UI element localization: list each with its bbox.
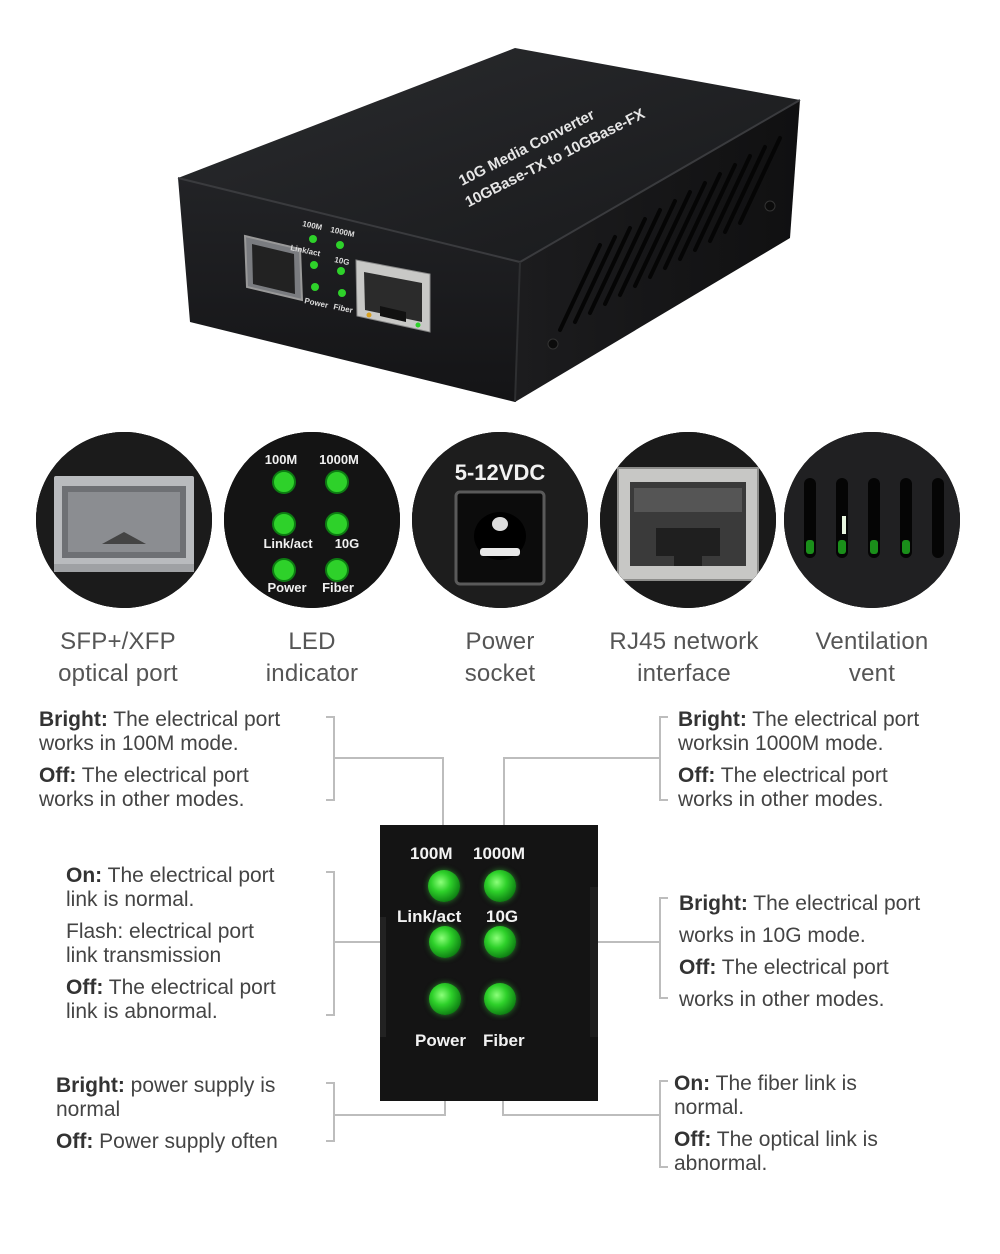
sfp-port-closeup <box>36 432 212 608</box>
rj45-port-closeup <box>600 432 776 608</box>
device-led-label: Fiber <box>333 302 354 315</box>
led-label-10g: 10G <box>486 907 519 926</box>
caption-line: LED <box>288 628 336 655</box>
circle-led-label: 100M <box>265 452 298 467</box>
led-label-1000m: 1000M <box>473 844 525 863</box>
device-led-label: 10G <box>334 255 351 267</box>
state-key: On: <box>66 864 103 887</box>
led-label-100m: 100M <box>410 844 453 863</box>
desc-1000m: Bright: The electrical port worksin 1000… <box>678 708 978 812</box>
desc-text: The electrical port <box>716 956 889 979</box>
state-key: Bright: <box>679 892 748 915</box>
led-label-linkact: Link/act <box>397 907 462 926</box>
led-1000m <box>484 870 516 902</box>
state-key: Off: <box>674 1128 712 1151</box>
caption-line: interface <box>637 660 731 687</box>
desc-text: normal. <box>674 1096 745 1119</box>
desc-text: works in other modes. <box>39 788 245 811</box>
caption-line: Power <box>465 628 535 655</box>
desc-text: worksin 1000M mode. <box>678 732 884 755</box>
caption-led: LED indicator <box>212 626 412 690</box>
desc-text: link is abnormal. <box>66 1000 218 1023</box>
led-panel-closeup: 100M 1000M Link/act 10G Power Fiber <box>380 825 598 1101</box>
state-key: Bright: <box>39 708 108 731</box>
state-key: Bright: <box>678 708 747 731</box>
desc-text: power supply is <box>124 1074 276 1097</box>
caption-line: indicator <box>265 660 359 687</box>
desc-text: The electrical port <box>715 764 888 787</box>
desc-100m: Bright: The electrical port works in 100… <box>39 708 339 812</box>
state-key: Off: <box>679 956 717 979</box>
state-key: Off: <box>678 764 716 787</box>
desc-text: works in 100M mode. <box>39 732 239 755</box>
led-indicator-closeup: 100M 1000M Link/act 10G Power Fiber <box>224 432 400 608</box>
circle-led-label: Link/act <box>263 536 313 551</box>
circle-led-label: Fiber <box>322 580 354 595</box>
desc-text: Power supply often <box>93 1130 278 1153</box>
led-fiber <box>484 983 516 1015</box>
desc-text: normal <box>56 1098 121 1121</box>
panel-edge <box>380 917 386 1037</box>
led-label-fiber: Fiber <box>483 1031 525 1050</box>
desc-text: works in 10G mode. <box>679 924 866 947</box>
led-label-power: Power <box>415 1031 467 1050</box>
state-key: On: <box>674 1072 711 1095</box>
state-key: Bright: <box>56 1074 125 1097</box>
led-10g <box>484 926 516 958</box>
desc-10g: Bright: The electrical port works in 10G… <box>679 888 979 1016</box>
desc-text: The electrical port <box>102 864 275 887</box>
circle-led-label: 10G <box>335 536 360 551</box>
caption-sfp: SFP+/XFP optical port <box>18 626 218 690</box>
desc-text: The electrical port <box>747 892 921 915</box>
ventilation-vent-closeup <box>784 432 960 608</box>
desc-text: Flash: electrical port <box>66 920 254 943</box>
state-key: Off: <box>66 976 104 999</box>
state-key: Off: <box>39 764 77 787</box>
desc-linkact: On: The electrical port link is normal. … <box>66 864 336 1024</box>
desc-text: The electrical port <box>76 764 249 787</box>
power-socket-closeup: 5-12VDC <box>412 432 588 608</box>
caption-power: Power socket <box>400 626 600 690</box>
caption-rj45: RJ45 network interface <box>584 626 784 690</box>
power-voltage-label: 5-12VDC <box>455 460 546 485</box>
device-led-label: 100M <box>302 219 324 232</box>
media-converter-device: 10G Media Converter 10GBase-TX to 10GBas… <box>177 48 801 403</box>
circle-led-label: Power <box>267 580 306 595</box>
desc-text: works in other modes. <box>679 988 885 1011</box>
desc-text: The optical link is <box>711 1128 878 1151</box>
caption-line: SFP+/XFP <box>60 628 176 655</box>
desc-text: works in other modes. <box>678 788 884 811</box>
desc-power: Bright: power supply is normal Off: Powe… <box>56 1074 336 1154</box>
desc-text: The electrical port <box>107 708 281 731</box>
led-100m <box>428 870 460 902</box>
desc-text: link transmission <box>66 944 222 967</box>
desc-text: The fiber link is <box>710 1072 857 1095</box>
panel-edge <box>590 887 598 1037</box>
state-key: Off: <box>56 1130 94 1153</box>
product-photo: 10G Media Converter 10GBase-TX to 10GBas… <box>0 0 1000 420</box>
caption-line: vent <box>848 660 896 687</box>
led-linkact <box>429 926 461 958</box>
caption-line: socket <box>464 660 536 687</box>
desc-text: The electrical port <box>103 976 276 999</box>
desc-fiber: On: The fiber link is normal. Off: The o… <box>674 1072 974 1176</box>
desc-text: The electrical port <box>746 708 920 731</box>
caption-line: optical port <box>58 660 178 687</box>
caption-vent: Ventilation vent <box>772 626 972 690</box>
led-power <box>429 983 461 1015</box>
caption-line: RJ45 network <box>609 628 759 655</box>
circle-led-label: 1000M <box>319 452 359 467</box>
desc-text: abnormal. <box>674 1152 768 1175</box>
caption-line: Ventilation <box>815 628 929 655</box>
desc-text: link is normal. <box>66 888 195 911</box>
